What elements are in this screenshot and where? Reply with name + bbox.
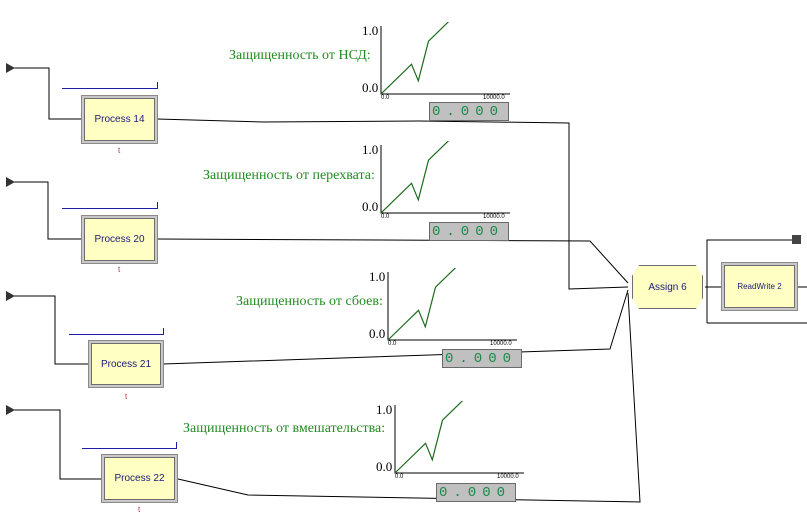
plot-ymin: 0.0: [369, 326, 386, 341]
plot-ymin: 0.0: [376, 459, 393, 474]
queue-bar-p14: [62, 82, 158, 89]
assign-6-module[interactable]: Assign 6: [632, 265, 703, 309]
plot-series-line: [394, 401, 464, 474]
plot-axis: [380, 26, 510, 95]
plot-1-chart: [380, 22, 510, 95]
plot-ymin: 0.0: [362, 80, 379, 95]
process-tick: t: [125, 392, 128, 401]
plot-series-line: [380, 141, 450, 214]
plot-xmax: 10000.0: [483, 95, 505, 101]
plot-xmax: 10000.0: [490, 341, 512, 347]
plot-ymin: 0.0: [362, 199, 379, 214]
plot-series-line: [380, 22, 450, 95]
connector-create-p22: [12, 409, 102, 480]
create-arrow-icon[interactable]: [6, 63, 15, 73]
counter-display: 0.000: [436, 483, 516, 502]
create-arrow-icon[interactable]: [6, 405, 15, 415]
plot-3-chart: [387, 268, 517, 341]
plot-4-chart: [394, 401, 524, 474]
plot-xmin: 0.0: [388, 341, 397, 347]
plot-xmax: 10000.0: [497, 474, 519, 480]
process-tick: t: [118, 265, 121, 274]
connector-create-p21: [12, 295, 89, 365]
create-arrow-icon[interactable]: [6, 291, 15, 301]
process-label: Process 20: [94, 234, 145, 245]
counter-display: 0.000: [442, 349, 522, 368]
plot-ymax: 1.0: [369, 269, 386, 284]
process-label: Process 14: [94, 114, 145, 125]
dispose-square-icon[interactable]: [792, 235, 801, 244]
plot-series-line: [387, 268, 457, 341]
connector-dispose-loop: [706, 239, 796, 323]
process-22-module[interactable]: Process 22: [104, 457, 175, 500]
connector-create-p14: [12, 67, 82, 120]
plot-title: Защищенность от перехвата:: [203, 168, 375, 183]
plot-title: Защищенность от сбоев:: [236, 294, 383, 309]
counter-display: 0.000: [429, 222, 509, 241]
plot-ymax: 1.0: [376, 402, 393, 417]
queue-bar-p20: [62, 202, 158, 209]
process-14-module[interactable]: Process 14: [84, 98, 155, 141]
readwrite-label: ReadWrite 2: [737, 282, 782, 291]
plot-xmin: 0.0: [395, 474, 404, 480]
plot-title: Защищенность от вмешательства:: [183, 421, 386, 436]
create-arrow-icon[interactable]: [6, 177, 15, 187]
readwrite-2-module[interactable]: ReadWrite 2: [724, 265, 795, 308]
process-tick: t: [118, 146, 121, 155]
connector-create-p20: [12, 181, 82, 240]
queue-bar-p21: [69, 328, 164, 335]
plot-2-chart: [380, 141, 510, 214]
plot-xmax: 10000.0: [483, 214, 505, 220]
connector-p14-assign: [156, 118, 629, 290]
connector-p20-assign: [156, 238, 629, 284]
plot-ymax: 1.0: [362, 23, 379, 38]
plot-axis: [387, 272, 517, 341]
assign-label: Assign 6: [648, 281, 687, 293]
plot-axis: [394, 405, 524, 474]
queue-bar-p22: [82, 442, 177, 449]
process-20-module[interactable]: Process 20: [84, 218, 155, 261]
plot-axis: [380, 145, 510, 214]
process-21-module[interactable]: Process 21: [91, 343, 161, 385]
plot-xmin: 0.0: [381, 214, 390, 220]
connector-p21-assign: [162, 289, 629, 365]
plot-ymax: 1.0: [362, 142, 379, 157]
process-label: Process 22: [114, 473, 165, 484]
process-tick: t: [138, 505, 141, 514]
process-label: Process 21: [100, 358, 152, 370]
counter-display: 0.000: [429, 102, 509, 121]
plot-title: Защищенность от НСД:: [229, 48, 371, 63]
plot-xmin: 0.0: [381, 95, 390, 101]
